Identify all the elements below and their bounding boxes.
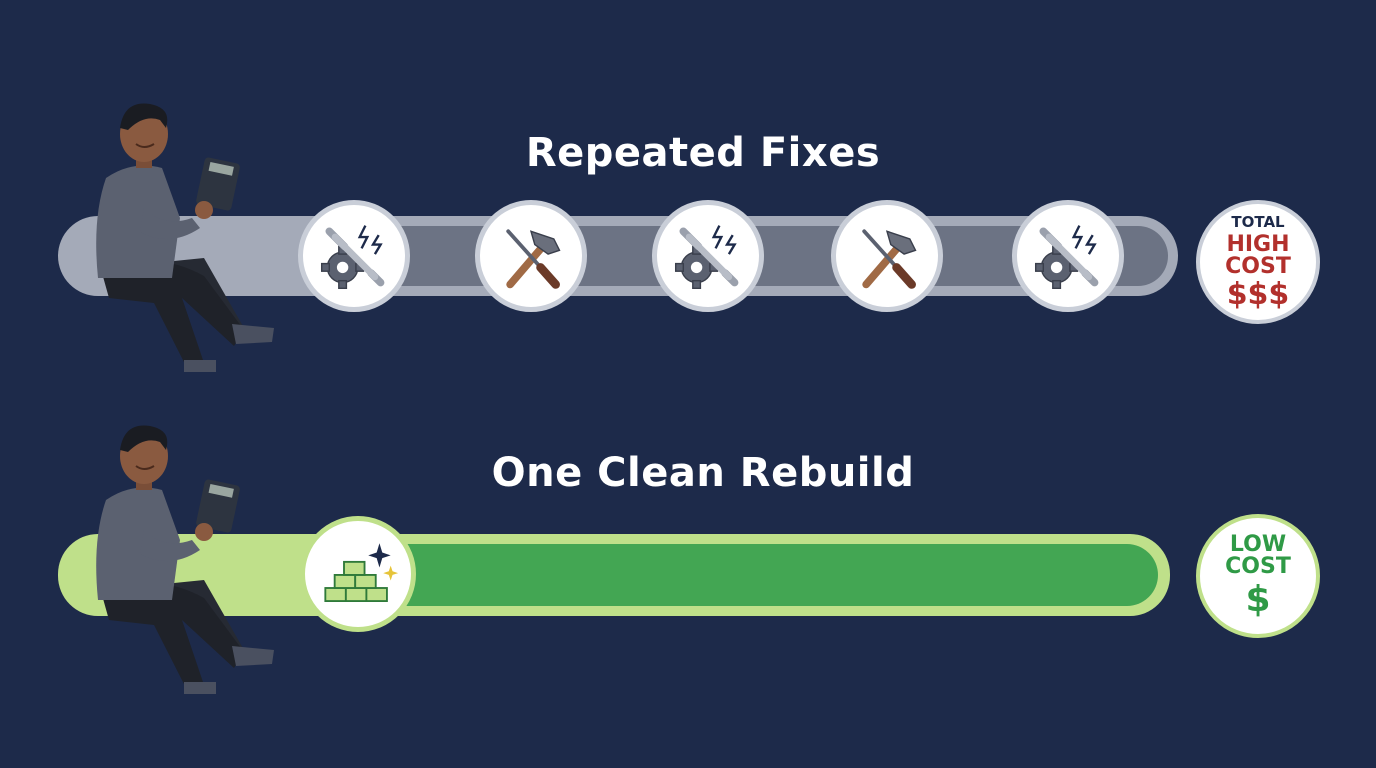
- one-clean-rebuild-track-inner: [358, 544, 1158, 606]
- low-cost-cost-label: COST: [1225, 554, 1291, 579]
- step-hammer-screwdriver-2: [831, 200, 943, 312]
- step-wrench-gear-2: [652, 200, 764, 312]
- bricks-sparkle-icon: [316, 532, 400, 616]
- repeated-fixes-row: Repeated Fixes TOTAL HIGH COST $$$: [58, 0, 1320, 384]
- low-cost-level-label: LOW: [1229, 532, 1287, 557]
- high-cost-cost-label: COST: [1225, 253, 1291, 279]
- one-clean-rebuild-row: One Clean Rebuild LOW COST $: [0, 384, 1376, 768]
- step-bricks: [300, 516, 416, 632]
- one-clean-rebuild-track: [58, 534, 1170, 616]
- repeated-fixes-title: Repeated Fixes: [525, 130, 881, 176]
- wrench-gear-icon: [670, 218, 746, 294]
- one-clean-rebuild-title: One Clean Rebuild: [491, 450, 915, 496]
- low-cost-dollar-sign: $: [1245, 579, 1271, 620]
- hammer-screwdriver-icon: [493, 218, 569, 294]
- high-cost-level-label: HIGH: [1226, 231, 1290, 257]
- high-cost-dollar-signs: $$$: [1226, 276, 1290, 312]
- high-cost-total-label: TOTAL: [1231, 212, 1285, 231]
- step-wrench-gear-3: [1012, 200, 1124, 312]
- wrench-gear-icon: [1030, 218, 1106, 294]
- hammer-screwdriver-icon: [849, 218, 925, 294]
- wrench-gear-icon: [316, 218, 392, 294]
- person-with-calculator-icon: [84, 98, 284, 378]
- high-cost-badge: TOTAL HIGH COST $$$: [1196, 200, 1320, 324]
- step-hammer-screwdriver-1: [475, 200, 587, 312]
- person-with-calculator-icon: [84, 420, 284, 700]
- step-wrench-gear-1: [298, 200, 410, 312]
- low-cost-badge: LOW COST $: [1196, 514, 1320, 638]
